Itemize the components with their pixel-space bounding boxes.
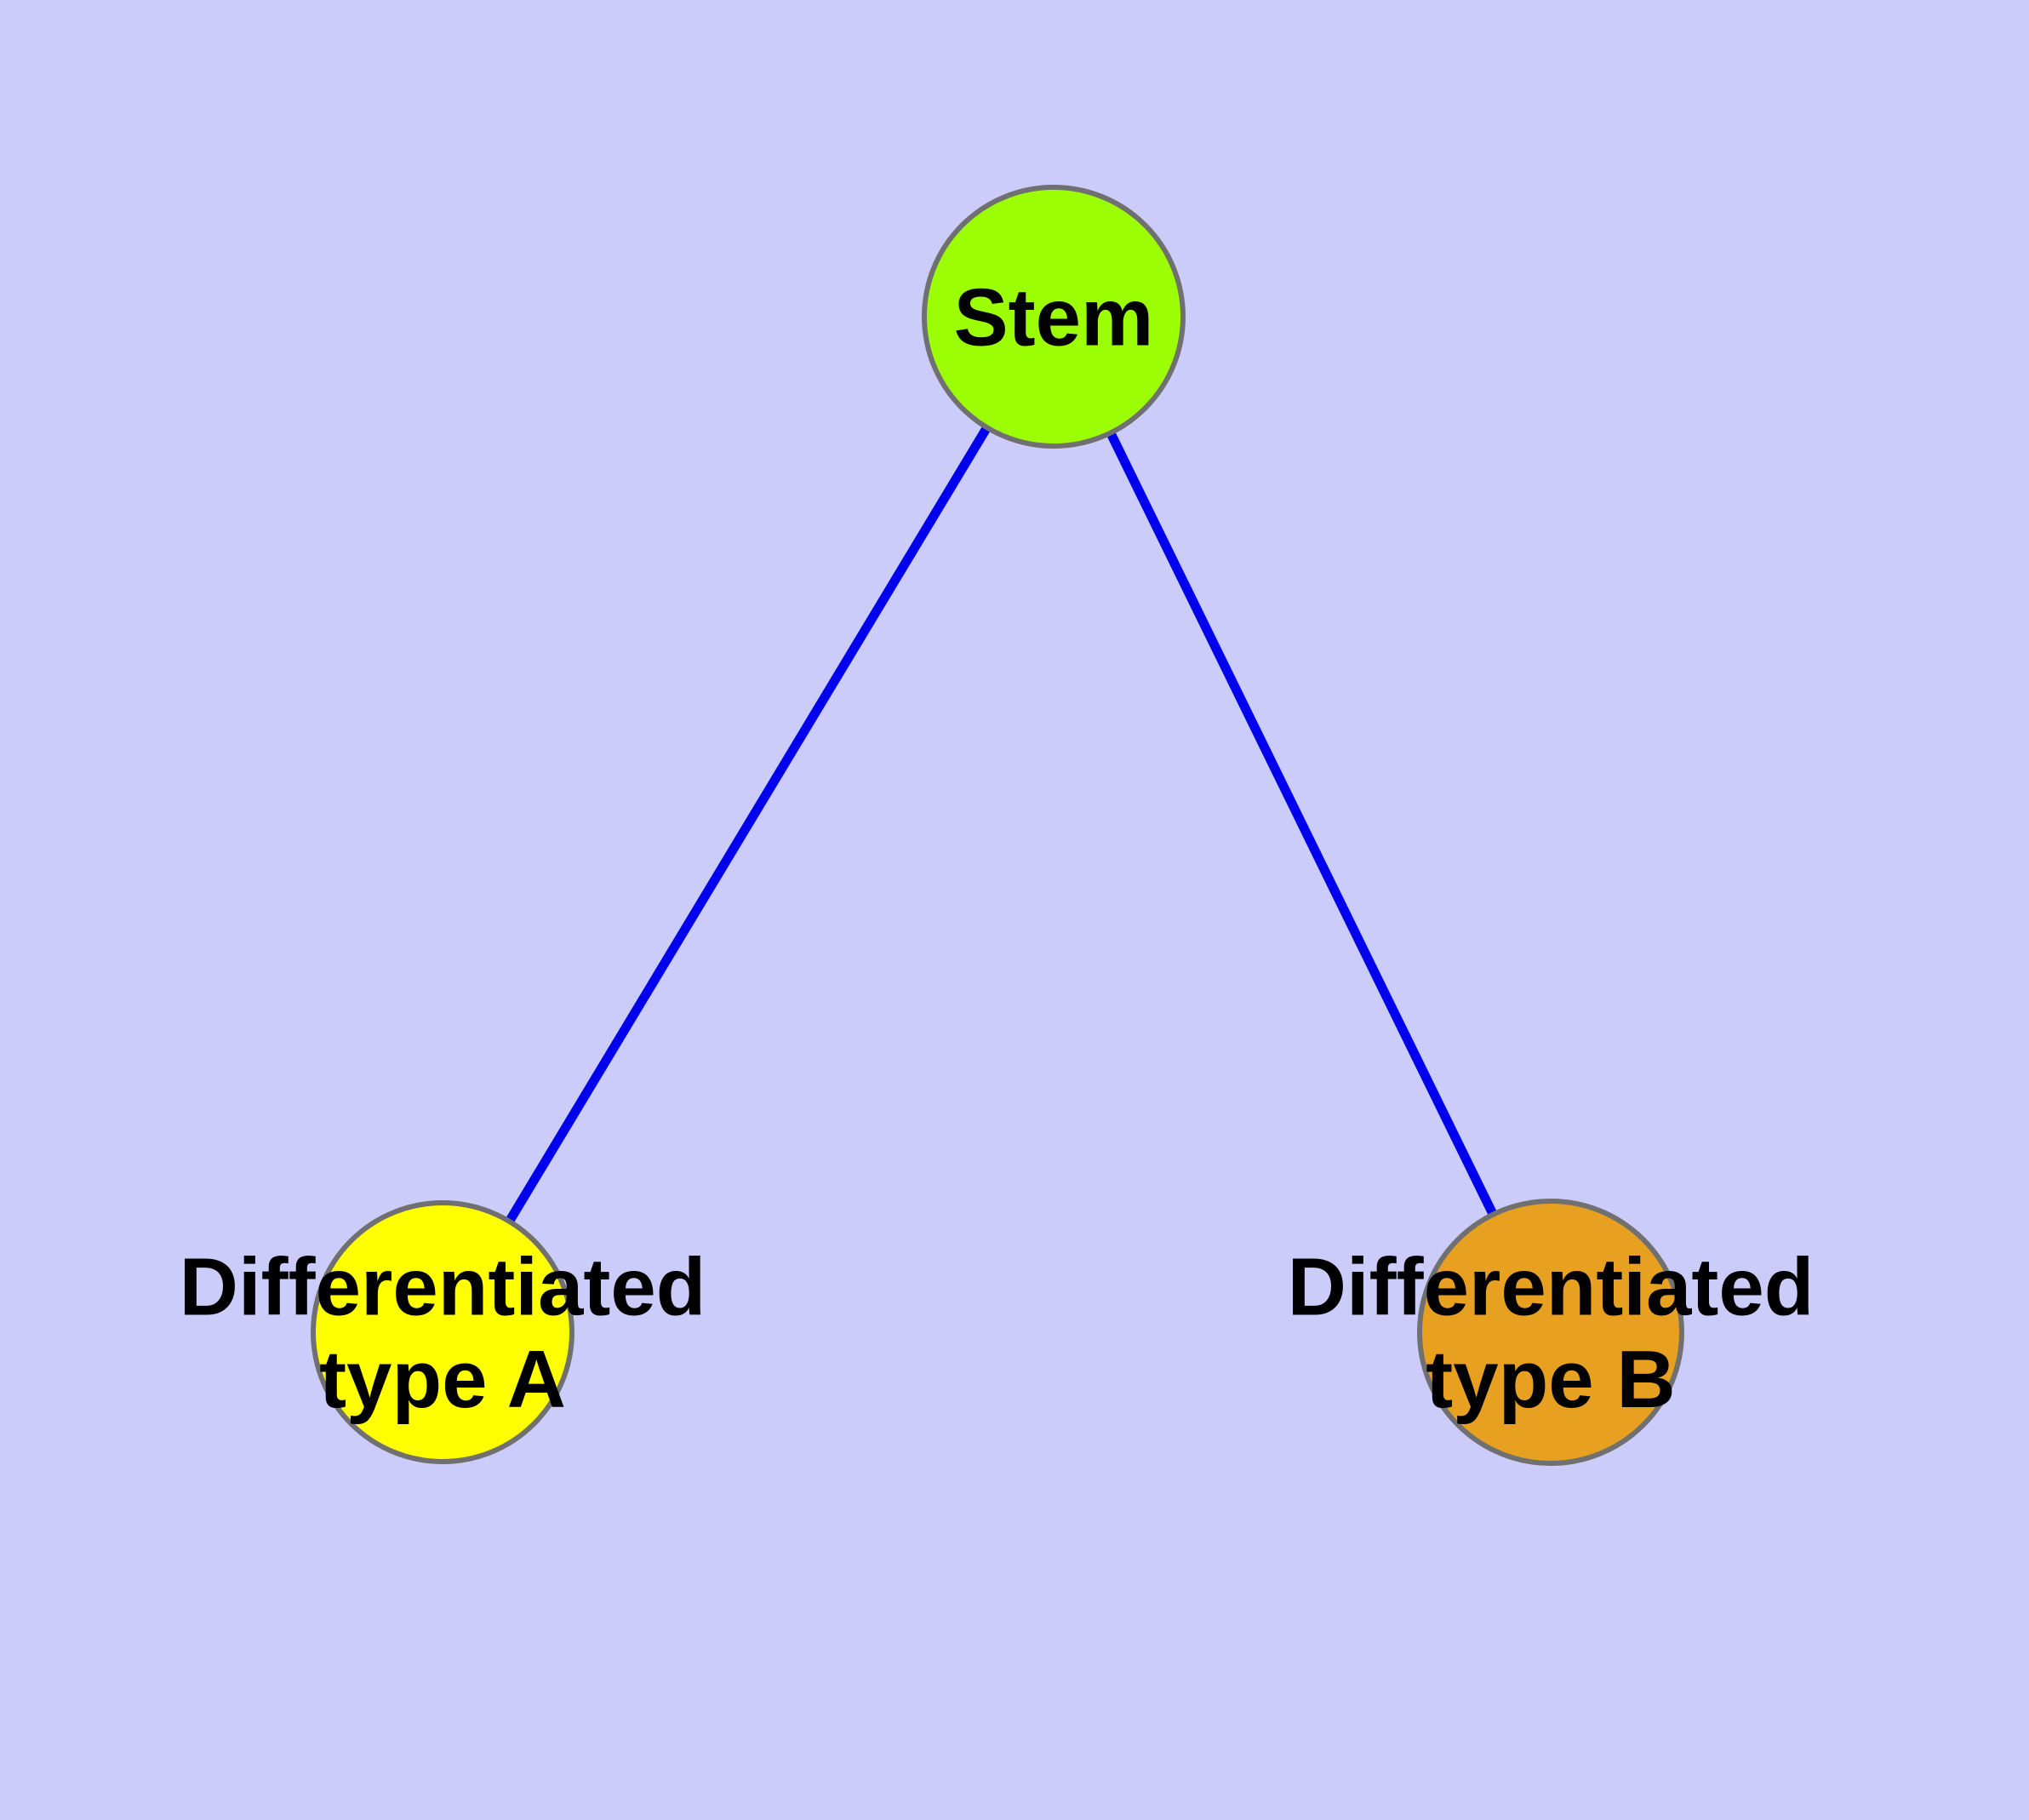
node-label-line: Differentiated [180,1241,706,1332]
node-label-line: type A [319,1334,566,1425]
graph-node-stem[interactable]: Stem [922,185,1186,449]
edges-layer [438,314,1555,1335]
node-circle-diff-type-a[interactable] [311,1200,574,1464]
node-label-line: Stem [954,272,1154,363]
graph-edge-stem-to-a[interactable] [438,314,1058,1335]
node-circle-diff-type-b[interactable] [1417,1199,1684,1466]
node-circle-stem[interactable] [922,185,1186,449]
graph-edge-stem-to-b[interactable] [1049,314,1555,1335]
node-label-stem: Stem [954,272,1154,363]
node-label-line: type B [1426,1334,1675,1425]
node-label-line: Differentiated [1288,1241,1815,1332]
